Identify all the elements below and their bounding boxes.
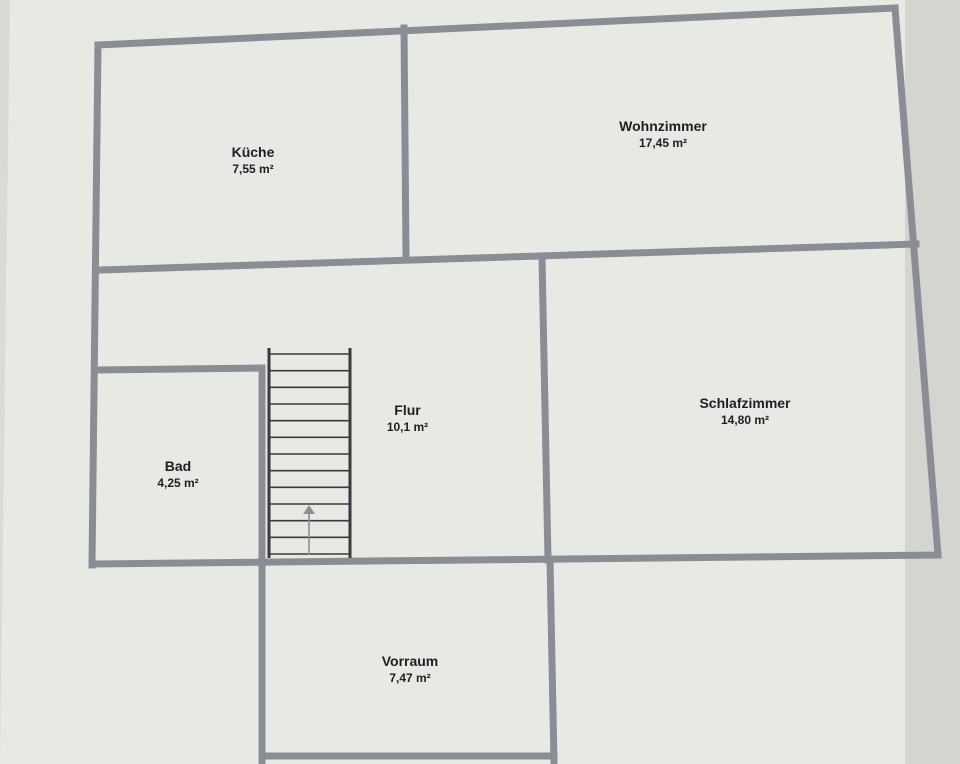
stair-arrow-head (303, 505, 315, 514)
wall-vorraum-right (546, 556, 558, 764)
room-name: Küche (231, 144, 275, 160)
wall-left (88, 41, 102, 569)
room-name: Bad (164, 458, 192, 474)
room-name: Vorraum (381, 653, 439, 669)
wall-top (94, 4, 899, 49)
room-vorraum-label: Vorraum 7,47 m² (355, 653, 465, 686)
wall-flur-schlafzimmer (538, 254, 552, 564)
room-flur-label: Flur 10,1 m² (360, 402, 455, 435)
wall-mid-horizontal (96, 240, 920, 274)
room-kueche-label: Küche 7,55 m² (198, 144, 308, 177)
room-area: 17,45 m² (638, 135, 688, 150)
room-name: Schlafzimmer (699, 395, 791, 411)
room-area: 14,80 m² (720, 412, 770, 427)
page-edge-shadow (905, 0, 960, 764)
wall-right (891, 4, 942, 559)
room-wohnzimmer-label: Wohnzimmer 17,45 m² (583, 118, 743, 151)
room-area: 7,47 m² (389, 670, 431, 685)
room-schlafzimmer-label: Schlafzimmer 14,80 m² (670, 395, 820, 428)
wall-bottom (88, 551, 942, 568)
room-area: 4,25 m² (157, 475, 199, 490)
walls (88, 4, 942, 764)
wall-bad-top (92, 364, 266, 374)
room-area: 7,55 m² (232, 161, 274, 176)
room-area: 10,1 m² (386, 419, 429, 434)
staircase (267, 348, 352, 558)
room-name: Wohnzimmer (619, 118, 707, 134)
room-name: Flur (394, 402, 421, 418)
room-bad-label: Bad 4,25 m² (138, 458, 218, 491)
wall-kitchen-living (400, 24, 410, 260)
